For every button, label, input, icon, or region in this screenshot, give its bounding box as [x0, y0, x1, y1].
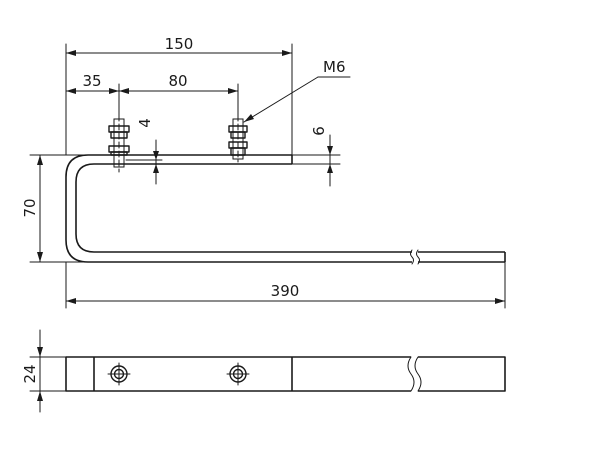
strip-break-right: [414, 356, 422, 392]
dim-label-6: 6: [310, 126, 328, 136]
dim-label-390: 390: [271, 282, 300, 300]
break-line-left: [410, 249, 414, 265]
strap-outer-contour: [65, 154, 505, 263]
strap-inner-contour: [75, 163, 505, 253]
dimensions-side: 150 35 80 M6 4 6 70 390: [21, 35, 506, 309]
dim-label-4: 4: [136, 118, 154, 128]
dim-label-35: 35: [82, 72, 101, 90]
break-gap: [412, 250, 418, 264]
bolt-head-right: [226, 362, 250, 386]
bolt-head-left: [107, 362, 131, 386]
dim-arrows-6: [327, 146, 333, 173]
callout-m6: M6: [323, 58, 346, 76]
strip-break-gap: [411, 355, 418, 393]
dim-arrows-35-80: [66, 88, 238, 94]
break-line-right: [416, 249, 420, 265]
dim-label-24: 24: [21, 364, 39, 383]
dim-label-80: 80: [168, 72, 187, 90]
strip-break-left: [407, 356, 415, 392]
strip-outline: [65, 356, 506, 392]
dim-label-70: 70: [21, 198, 39, 217]
dim-arrows-4: [153, 151, 159, 173]
dim-label-150: 150: [165, 35, 194, 53]
side-view: [65, 114, 506, 265]
leader-arrow-m6: [244, 114, 254, 122]
top-view: 24: [21, 329, 506, 413]
leader-m6: [243, 76, 319, 123]
